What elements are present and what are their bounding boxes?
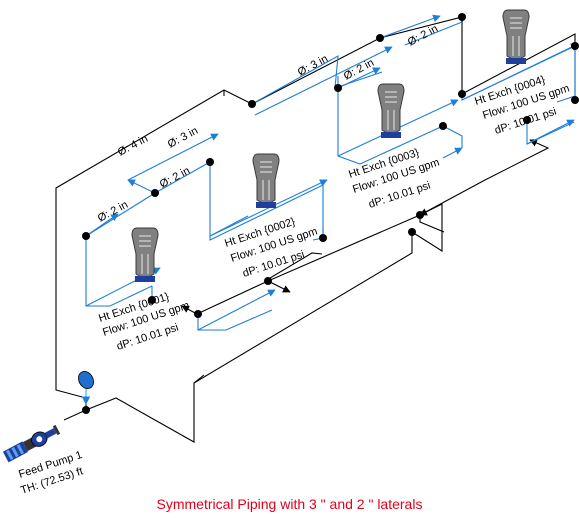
pipe-label-main-4in: Ø: 4 in bbox=[116, 133, 150, 159]
pipe-junctions bbox=[82, 13, 579, 414]
tank-icon[interactable] bbox=[75, 369, 96, 405]
pipe-label-main-3in-a: Ø: 3 in bbox=[166, 125, 200, 151]
pipe-label-lateral-2in-2: Ø: 2 in bbox=[158, 165, 192, 191]
pipe-label-main-3in-b: Ø: 3 in bbox=[296, 53, 330, 79]
pump-label: Feed Pump 1 TH: (72.53) ft bbox=[17, 449, 84, 497]
heat-exchanger-icon[interactable] bbox=[502, 9, 530, 65]
pipe-label-lateral-2in-1: Ø: 2 in bbox=[96, 199, 130, 225]
exchanger-2-label: Ht Exch {0002} Flow: 100 US gpm dP: 10.0… bbox=[223, 216, 319, 280]
heat-exchanger-icon[interactable] bbox=[131, 227, 159, 283]
exchanger-4-label: Ht Exch {0004} Flow: 100 US gpm dP: 10.0… bbox=[473, 74, 571, 137]
exchanger-1-label: Ht Exch {0001} Flow: 100 US gpm dP: 10.0… bbox=[97, 291, 191, 353]
pump-icon[interactable] bbox=[2, 409, 87, 463]
diagram-caption: Symmetrical Piping with 3 " and 2 " late… bbox=[156, 496, 423, 512]
exchanger-3-label: Ht Exch {0003} Flow: 100 US gpm dP: 10.0… bbox=[347, 147, 441, 211]
heat-exchanger-icon[interactable] bbox=[377, 83, 405, 139]
pipe-label-lateral-2in-3: Ø: 2 in bbox=[342, 57, 376, 83]
heat-exchanger-icon[interactable] bbox=[252, 153, 280, 209]
